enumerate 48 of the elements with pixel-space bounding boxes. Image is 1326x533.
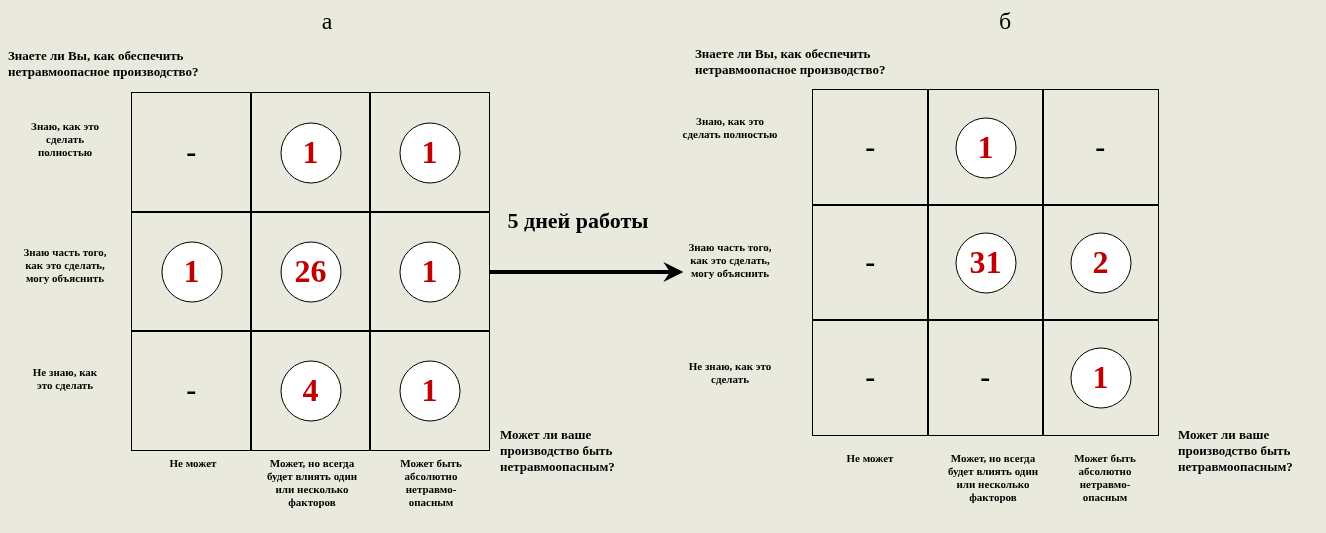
count-circle: 2 xyxy=(1069,231,1132,294)
axis-question: Может ли ваше производство быть нетравмоопасным? xyxy=(500,427,616,475)
row-label: Не знаю, как это сделать xyxy=(687,360,773,386)
column-label: Может, но всегда будет влиять один или несколько факторов xyxy=(265,457,359,509)
column-label: Не может xyxy=(845,452,895,465)
matrix-cell xyxy=(369,330,490,451)
row-label: Знаю часть того, как это сделать, могу объяснить xyxy=(22,246,108,285)
count-circle: 1 xyxy=(398,121,461,184)
matrix-cell xyxy=(131,211,252,332)
count-circle: 1 xyxy=(398,240,461,303)
row-label: Не знаю, как это сделать xyxy=(31,366,99,392)
axis-question: Знаете ли Вы, как обеспечить нетравмоопасное производство? xyxy=(695,46,887,78)
axis-question: Может ли ваше производство быть нетравмоопасным? xyxy=(1178,427,1294,475)
count-circle: 26 xyxy=(279,240,342,303)
column-label: Может быть абсолютно нетравмо- опасным xyxy=(399,457,463,509)
column-label: Может быть абсолютно нетравмо- опасным xyxy=(1073,452,1137,504)
count-circle: 1 xyxy=(954,116,1017,179)
matrix-cell xyxy=(1042,319,1159,436)
panel-heading: а xyxy=(321,8,333,35)
column-label: Не может xyxy=(168,457,218,470)
count-circle: 1 xyxy=(1069,346,1132,409)
matrix-cell: - xyxy=(131,330,252,451)
row-label: Знаю часть того, как это сделать, могу объяснить xyxy=(687,241,773,280)
count-circle: 1 xyxy=(398,359,461,422)
matrix-cell xyxy=(927,204,1044,321)
arrow xyxy=(490,262,684,282)
matrix-cell xyxy=(1042,204,1159,321)
matrix-cell: - xyxy=(812,319,929,436)
matrix-cell xyxy=(369,92,490,213)
row-label: Знаю, как это сделать полностью xyxy=(681,115,779,141)
panel-heading: б xyxy=(998,8,1012,35)
matrix-cell: - xyxy=(812,89,929,206)
matrix-cell xyxy=(250,92,371,213)
count-circle: 1 xyxy=(160,240,223,303)
count-circle: 4 xyxy=(279,359,342,422)
count-circle: 31 xyxy=(954,231,1017,294)
matrix-cell: - xyxy=(927,319,1044,436)
matrix-cell: - xyxy=(131,92,252,213)
count-circle: 1 xyxy=(279,121,342,184)
row-label: Знаю, как это сделать полностью xyxy=(30,120,100,159)
matrix-cell xyxy=(250,330,371,451)
matrix-cell xyxy=(369,211,490,332)
matrix-cell xyxy=(927,89,1044,206)
matrix-cell xyxy=(250,211,371,332)
matrix-cell: - xyxy=(1042,89,1159,206)
matrix-cell: - xyxy=(812,204,929,321)
column-label: Может, но всегда будет влиять один или несколько факторов xyxy=(946,452,1040,504)
axis-question: Знаете ли Вы, как обеспечить нетравмоопасное производство? xyxy=(8,48,200,80)
